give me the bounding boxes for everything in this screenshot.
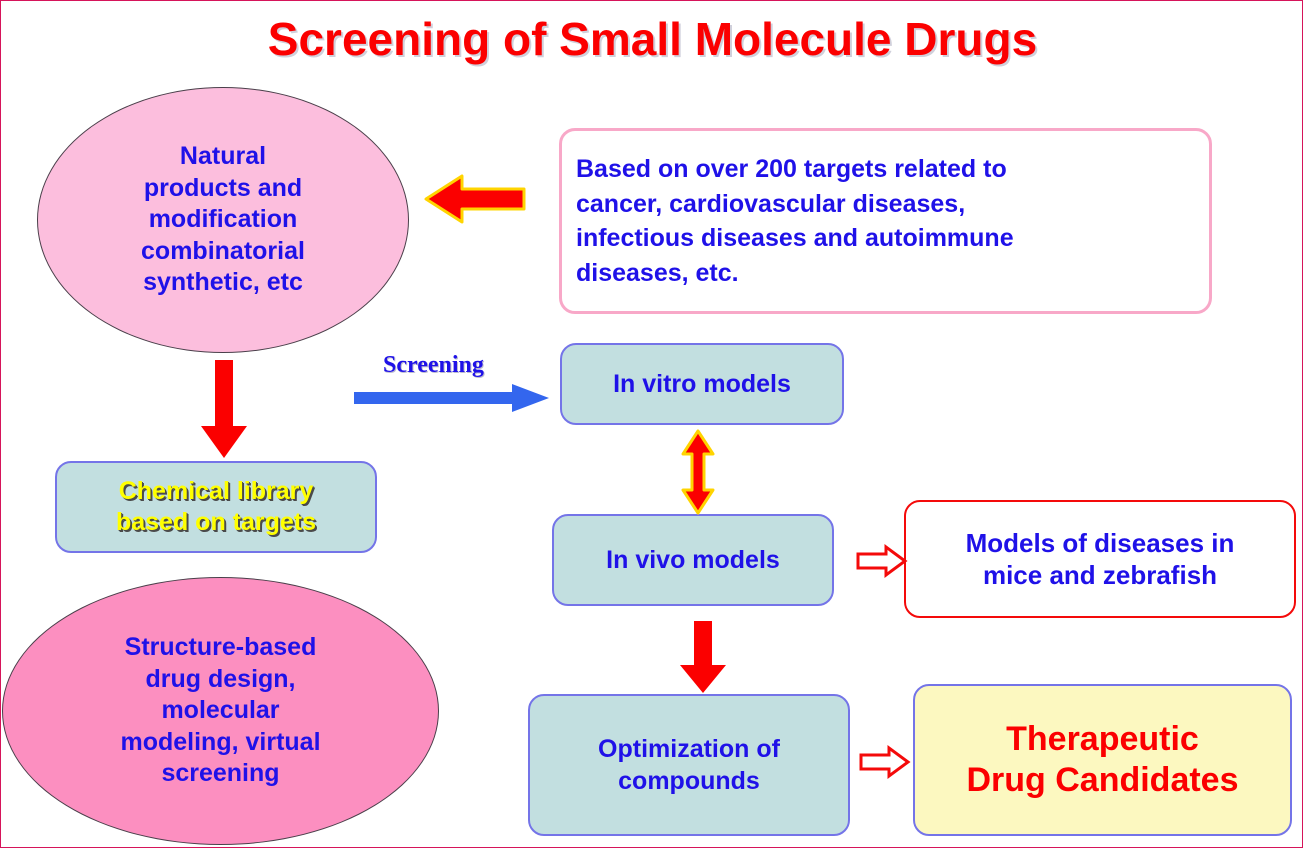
text-line: mice and zebrafish (982, 560, 1218, 590)
text-line: modification (148, 205, 298, 234)
node-chemical-library: Chemical library based on targets (55, 461, 377, 553)
text-line: Structure-based (124, 633, 317, 662)
text-line: cancer, cardiovascular diseases, (576, 189, 966, 218)
node-in-vitro-models-label: In vitro models (613, 369, 791, 398)
node-structure-based-design: Structure-based drug design, molecular m… (2, 577, 439, 845)
text-line: Natural (179, 142, 267, 171)
node-in-vitro-models: In vitro models (560, 343, 844, 425)
label-screening: Screening (383, 352, 484, 378)
text-line: infectious diseases and autoimmune (576, 224, 1014, 252)
node-targets-note-label: Based on over 200 targets related to can… (576, 152, 1014, 290)
arrow-screening-icon (354, 384, 549, 412)
text-line: synthetic, etc (143, 268, 303, 297)
node-in-vivo-models-label: In vivo models (606, 545, 780, 574)
text-line: Drug Candidates (966, 761, 1239, 799)
text-line: Therapeutic (1006, 719, 1199, 758)
text-line: screening (161, 759, 280, 788)
text-line: drug design, (145, 664, 296, 693)
node-chemical-library-label: Chemical library based on targets (116, 476, 316, 538)
arrow-optimization-to-therapeutic-candidates-icon (859, 745, 911, 779)
node-natural-products: Natural products and modification combin… (37, 87, 409, 353)
text-line: molecular (161, 696, 280, 725)
text-line: based on targets (115, 508, 317, 536)
node-disease-models: Models of diseases in mice and zebrafish (904, 500, 1296, 618)
node-structure-based-design-label: Structure-based drug design, molecular m… (120, 632, 320, 790)
text-line: Based on over 200 targets related to (576, 155, 1007, 183)
text-line: Optimization of (598, 734, 780, 763)
arrow-natural-products-to-chemical-library-icon (201, 360, 247, 458)
node-in-vivo-models: In vivo models (552, 514, 834, 606)
text-line: combinatorial (141, 236, 305, 265)
arrow-in-vivo-to-optimization-icon (680, 621, 726, 693)
node-optimization-of-compounds-label: Optimization of compounds (598, 733, 780, 798)
text-line: Chemical library (118, 477, 314, 505)
text-line: Models of diseases in (965, 527, 1235, 558)
node-therapeutic-drug-candidates: Therapeutic Drug Candidates (913, 684, 1292, 836)
text-line: compounds (618, 767, 760, 795)
node-natural-products-label: Natural products and modification combin… (141, 141, 305, 299)
node-therapeutic-drug-candidates-label: Therapeutic Drug Candidates (966, 719, 1238, 802)
node-optimization-of-compounds: Optimization of compounds (528, 694, 850, 836)
node-targets-note: Based on over 200 targets related to can… (559, 128, 1212, 314)
arrow-in-vitro-in-vivo-bidirectional-icon (681, 429, 715, 515)
text-line: diseases, etc. (576, 258, 739, 287)
arrow-in-vivo-to-disease-models-icon (856, 544, 908, 578)
arrow-targets-to-natural-products-icon (424, 174, 526, 224)
text-line: products and (143, 173, 303, 202)
node-disease-models-label: Models of diseases in mice and zebrafish (966, 527, 1235, 592)
page-title: Screening of Small Molecule Drugs (267, 13, 1038, 65)
text-line: modeling, virtual (120, 727, 321, 756)
